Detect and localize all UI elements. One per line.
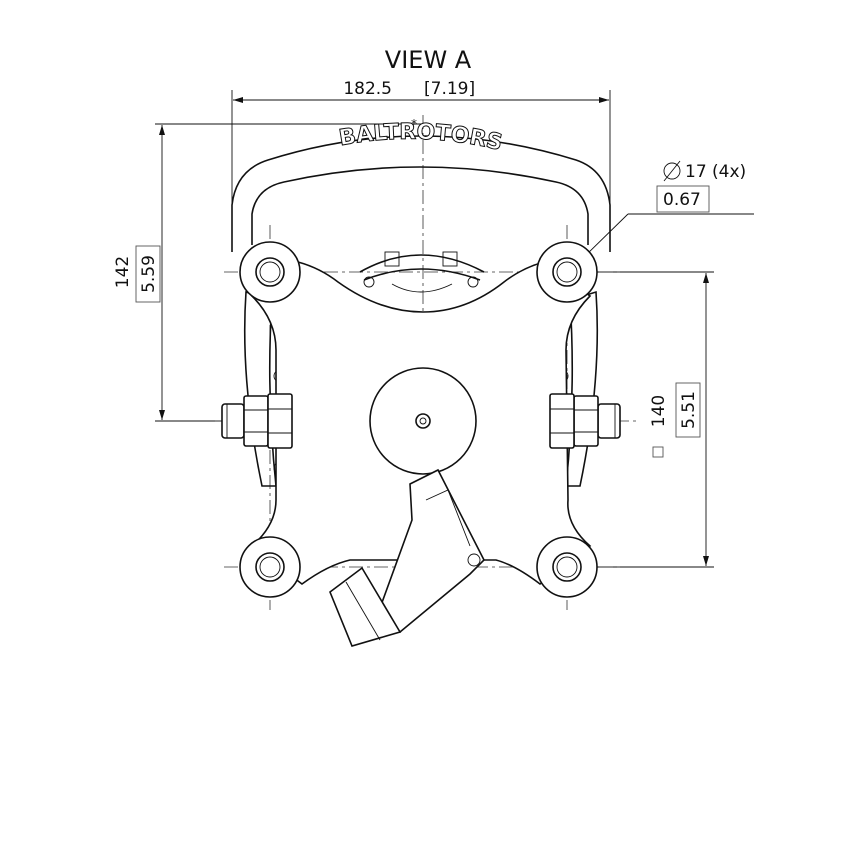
height-value-mm: 142 [113, 256, 133, 288]
bolt-hole-bottom-right [536, 536, 598, 598]
shaft-left [221, 393, 293, 449]
diameter-symbol [663, 162, 681, 180]
bolt-hole-bottom-left [239, 536, 301, 598]
cable-connector [329, 468, 485, 647]
view-title: VIEW A [385, 46, 472, 74]
height-dimension: 142 5.59 [113, 123, 425, 422]
bolt-hole-top-left [239, 241, 301, 303]
hole-diameter-value: 17 (4x) [685, 162, 746, 182]
bolt-hole-top-right [536, 241, 598, 303]
width-value-mm: 182.5 [343, 79, 392, 99]
hole-diameter-callout: 17 (4x) 0.67 [537, 160, 754, 303]
width-dimension: 182.5 [7.19] * [231, 79, 611, 210]
hole-diameter-value-in: 0.67 [663, 190, 701, 210]
logo-text: BALTROTORS [337, 120, 504, 156]
width-value-in: [7.19] [424, 79, 475, 99]
shaft-right [549, 393, 621, 449]
bolt-square-value-in: 5.51 [679, 391, 699, 429]
bolt-square-dimension: 140 5.51 [568, 271, 714, 568]
square-symbol [652, 446, 664, 458]
center-hub [369, 367, 477, 475]
top-window [359, 251, 485, 293]
carry-handle: BALTROTORS [231, 119, 611, 252]
height-value-in: 5.59 [139, 255, 159, 293]
bolt-square-value-mm: 140 [649, 395, 669, 427]
